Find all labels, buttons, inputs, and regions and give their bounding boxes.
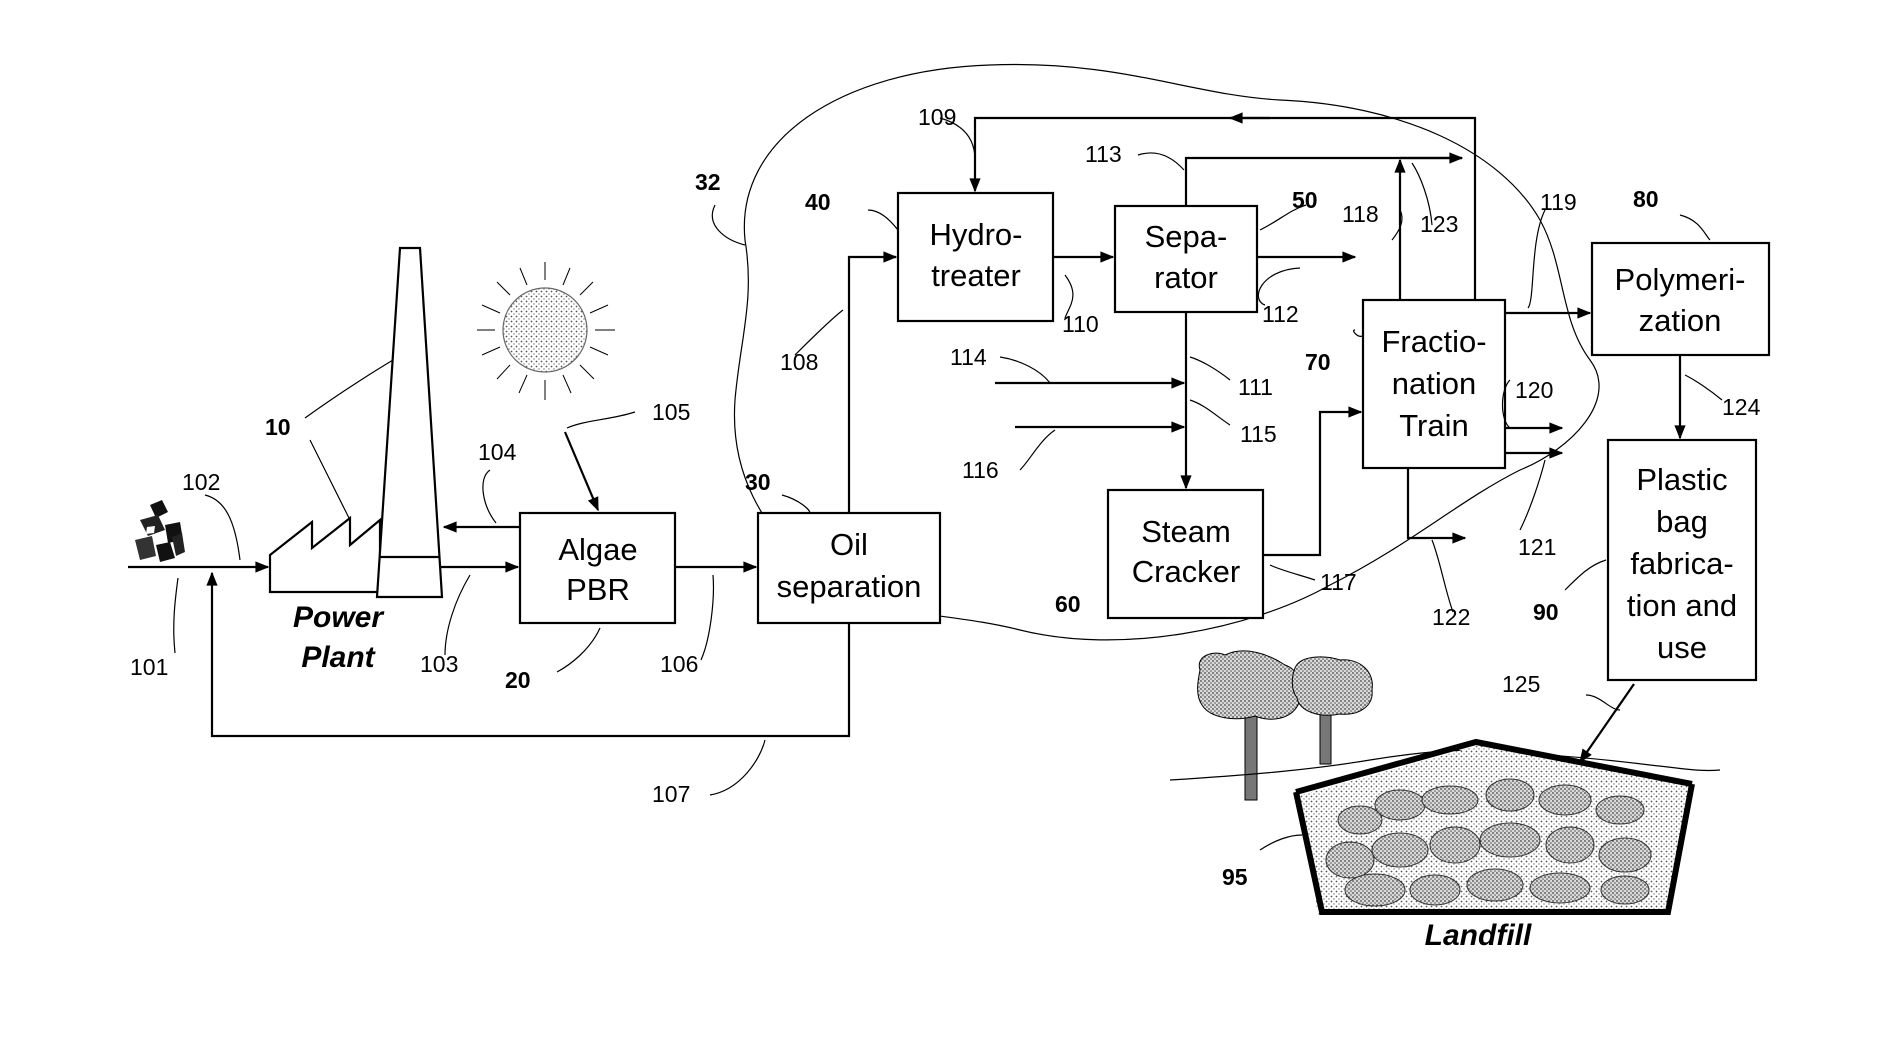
- coal-pile-icon: [135, 500, 185, 562]
- ref-40: 40: [805, 189, 831, 215]
- ref-114: 114: [950, 344, 987, 370]
- plastic-bag-box: Plastic bag fabrica- tion and use: [1608, 440, 1756, 680]
- fractionation-label-3: Train: [1399, 408, 1468, 443]
- oil-separation-box: Oil separation: [758, 513, 940, 623]
- fractionation-label-2: nation: [1392, 366, 1476, 401]
- ref-118: 118: [1342, 201, 1379, 227]
- algae-pbr-label-2: PBR: [566, 572, 630, 607]
- ref-110: 110: [1062, 311, 1099, 337]
- polymerization-box: Polymeri- zation: [1592, 243, 1769, 355]
- plastic-bag-label-2: bag: [1656, 504, 1708, 539]
- ref-30: 30: [745, 469, 771, 495]
- hydrotreater-box: Hydro- treater: [898, 193, 1053, 321]
- ref-111: 111: [1238, 374, 1273, 400]
- steam-cracker-box: Steam Cracker: [1108, 490, 1263, 618]
- ref-103: 103: [420, 651, 458, 677]
- ref-117: 117: [1320, 569, 1357, 595]
- steam-cracker-label-2: Cracker: [1132, 554, 1241, 589]
- ref-101: 101: [130, 654, 168, 680]
- sun-icon: [477, 262, 615, 400]
- ref-50: 50: [1292, 187, 1318, 213]
- polymerization-label-1: Polymeri-: [1615, 262, 1746, 297]
- fractionation-label-1: Fractio-: [1381, 324, 1486, 359]
- ref-120: 120: [1515, 377, 1553, 403]
- algae-pbr-box: Algae PBR: [520, 513, 675, 623]
- ref-108: 108: [780, 349, 818, 375]
- ref-32: 32: [695, 169, 721, 195]
- ref-116: 116: [962, 457, 999, 483]
- ref-80: 80: [1633, 186, 1659, 212]
- plastic-bag-label-3: fabrica-: [1630, 546, 1733, 581]
- ref-95: 95: [1222, 864, 1248, 890]
- ref-122: 122: [1432, 604, 1470, 630]
- ref-113: 113: [1085, 141, 1122, 167]
- steam-cracker-label-1: Steam: [1141, 514, 1231, 549]
- power-plant-caption-1: Power: [293, 601, 385, 634]
- hydrotreater-label-2: treater: [931, 258, 1021, 293]
- ref-123: 123: [1420, 211, 1458, 237]
- plastic-bag-label-4: tion and: [1627, 588, 1737, 623]
- polymerization-label-2: zation: [1639, 303, 1722, 338]
- separator-box: Sepa- rator: [1115, 206, 1257, 312]
- ref-104: 104: [478, 439, 517, 465]
- ref-112: 112: [1262, 301, 1299, 327]
- ref-20: 20: [505, 667, 531, 693]
- fractionation-train-box: Fractio- nation Train: [1363, 300, 1505, 468]
- plastic-bag-label-1: Plastic: [1636, 462, 1727, 497]
- oil-separation-label-1: Oil: [830, 527, 868, 562]
- power-plant-icon: [270, 248, 442, 597]
- ref-106: 106: [660, 651, 698, 677]
- ref-90: 90: [1533, 599, 1559, 625]
- oil-separation-label-2: separation: [777, 569, 922, 604]
- algae-pbr-label-1: Algae: [558, 532, 637, 567]
- ref-60: 60: [1055, 591, 1081, 617]
- power-plant-caption-2: Plant: [301, 641, 376, 674]
- ref-121: 121: [1518, 534, 1556, 560]
- ref-105: 105: [652, 399, 690, 425]
- hydrotreater-label-1: Hydro-: [929, 217, 1022, 252]
- separator-label-1: Sepa-: [1145, 219, 1228, 254]
- separator-label-2: rator: [1154, 260, 1218, 295]
- landfill-caption: Landfill: [1425, 919, 1532, 952]
- ref-115: 115: [1240, 421, 1277, 447]
- ref-102: 102: [182, 469, 220, 495]
- landfill-icon: [1296, 742, 1692, 915]
- ref-119: 119: [1540, 189, 1577, 215]
- ref-107: 107: [652, 781, 690, 807]
- ref-125: 125: [1502, 671, 1540, 697]
- plastic-bag-label-5: use: [1657, 630, 1707, 665]
- ref-109: 109: [918, 104, 956, 130]
- ref-70: 70: [1305, 349, 1331, 375]
- ref-124: 124: [1722, 394, 1761, 420]
- ref-10: 10: [265, 414, 291, 440]
